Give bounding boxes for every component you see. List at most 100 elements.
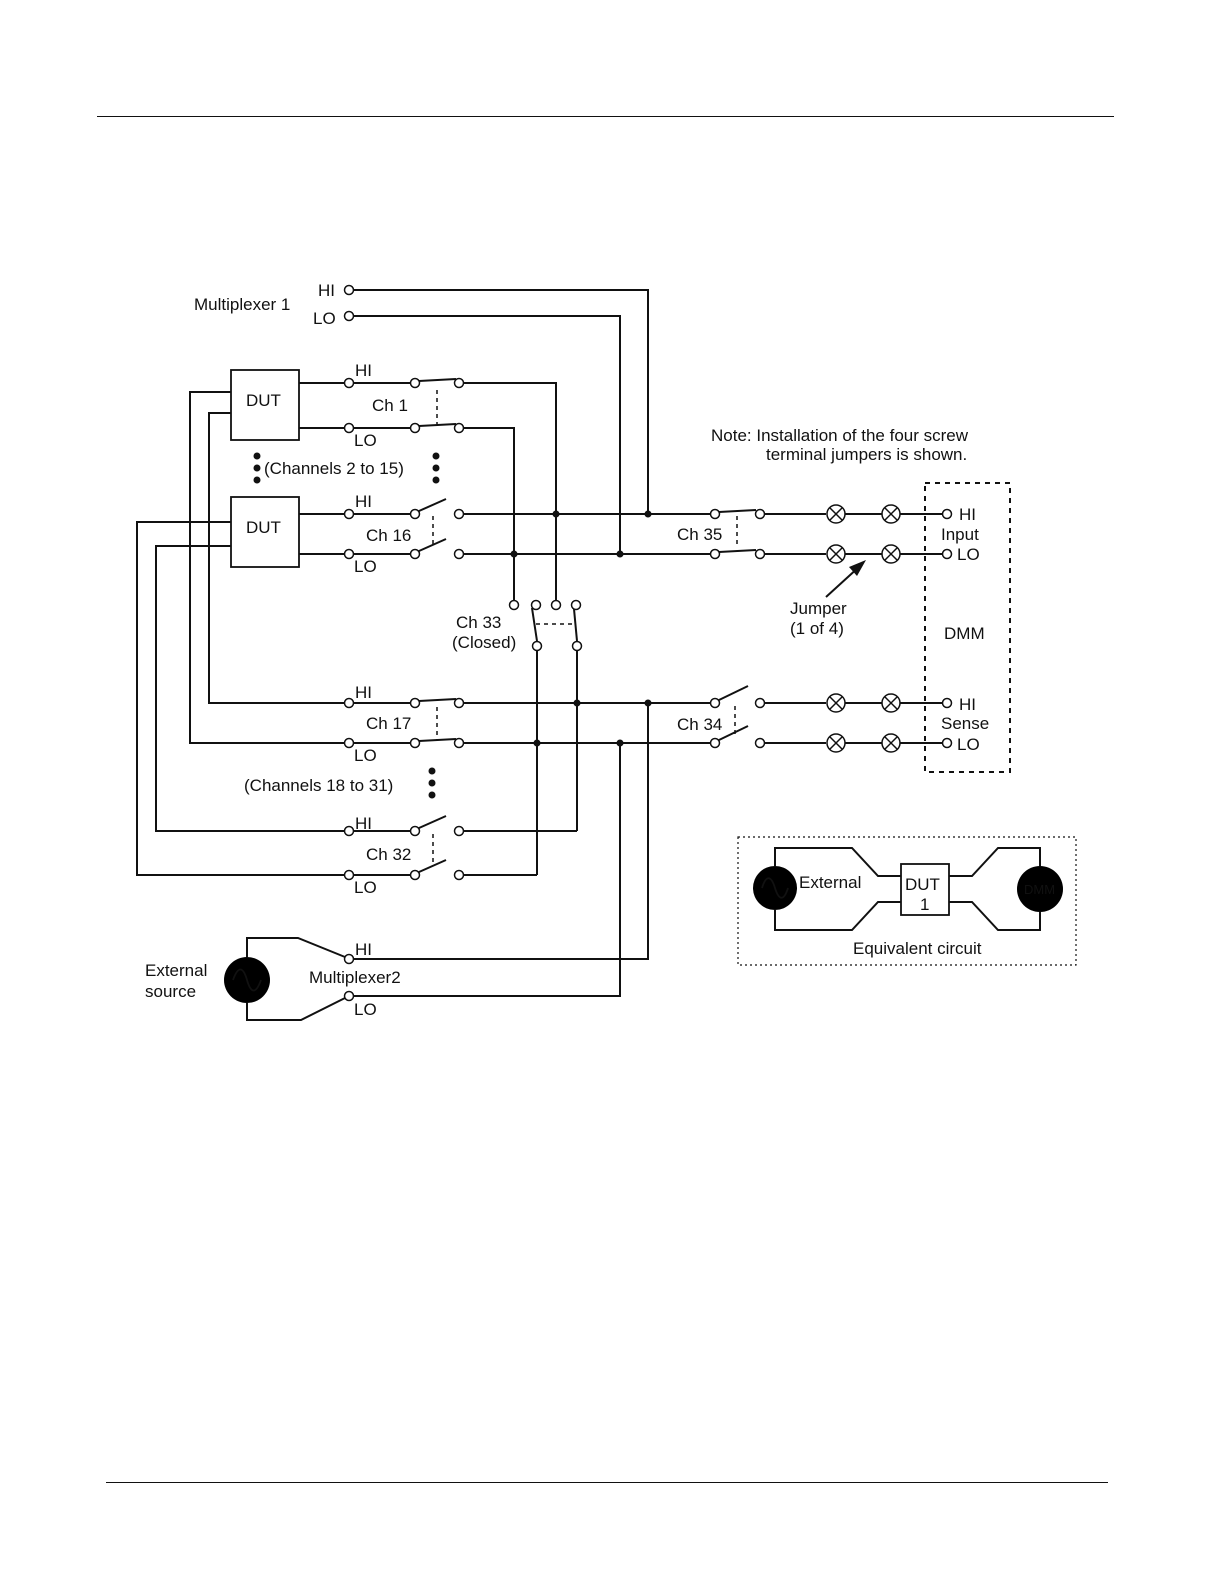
sense-lo-jumper-2 (881, 733, 901, 753)
multiplexer-2-label: Multiplexer2 (309, 968, 401, 987)
eq-external-label: External (799, 873, 861, 892)
ch17-hi-switch-blade (418, 698, 457, 702)
ch16-hi-label: HI (355, 492, 372, 511)
dut-16-sense-hi-wire (136, 521, 344, 876)
ch16-label: Ch 16 (366, 526, 411, 545)
sense-hi-jumper-1 (826, 693, 846, 713)
ch16-lo-label: LO (354, 557, 377, 576)
multiplexer-2-group: External source HI Multiplexer2 LO (145, 703, 649, 1021)
dut-1-box (230, 369, 300, 441)
multiplexer-1-label: Multiplexer 1 (194, 295, 290, 314)
equivalent-circuit: External DUT 1 DMM Equivalent circuit (737, 836, 1077, 966)
ch1-lo-switch-left (409, 422, 421, 434)
sense-bus: Ch 34 (464, 685, 953, 753)
ch1-hi-switch-blade (418, 378, 457, 382)
ch33-state-label: (Closed) (452, 633, 516, 652)
ch34-label: Ch 34 (677, 715, 722, 734)
dut-1-group: DUT HI Ch 1 LO (189, 361, 557, 744)
eq-dut-box (900, 863, 950, 916)
ch32-hi-switch-right (453, 825, 465, 837)
dut-1-sense-hi-wire (189, 391, 344, 744)
dut-16-label: DUT (246, 518, 281, 537)
ch34-hi-switch-blade (718, 685, 749, 701)
input-lo-jumper-1 (826, 544, 846, 564)
ch16-hi-terminal (343, 508, 355, 520)
ch35-lo-switch-left (709, 548, 721, 560)
ch35-label: Ch 35 (677, 525, 722, 544)
dut-1-label: DUT (246, 391, 281, 410)
dmm-input-label: Input (941, 525, 979, 544)
ch33-top-terminal-2 (530, 599, 542, 611)
ch34-lo-switch-right (754, 737, 766, 749)
ch17-label: Ch 17 (366, 714, 411, 733)
ch1-hi-label: HI (355, 361, 372, 380)
ch32-lo-switch-blade (418, 859, 447, 873)
ch34-lo-switch-left (709, 737, 721, 749)
multiplexer-2-lo-terminal (343, 990, 355, 1002)
jumper-label: Jumper (790, 599, 847, 618)
ch35-hi-switch-blade (718, 509, 757, 513)
ch33-top-terminal-1 (508, 599, 520, 611)
dmm-sense-hi-label: HI (959, 695, 976, 714)
header-rule (97, 116, 1114, 117)
multiplexer-2-lo-label: LO (354, 1000, 377, 1019)
ch1-lo-label: LO (354, 431, 377, 450)
ch33-switch: Ch 33 (Closed) (452, 514, 583, 875)
external-source-label-2: source (145, 982, 196, 1001)
ch34-hi-switch-right (754, 697, 766, 709)
dut-16-box (230, 496, 300, 568)
note-line-2: terminal jumpers is shown. (766, 445, 967, 464)
dmm-block: HI Input LO DMM HI Sense LO (924, 482, 1011, 773)
eq-dmm-label: DMM (1024, 882, 1055, 897)
ch35-lo-switch-blade (718, 549, 757, 553)
multiplexer-1-lo-label: LO (313, 309, 336, 328)
multiplexer-1-lo-terminal (343, 310, 355, 322)
multiplexer-2-lo-wire (354, 743, 621, 997)
ch32-label: Ch 32 (366, 845, 411, 864)
ch1-hi-switch-left (409, 377, 421, 389)
ch1-lo-terminal (343, 422, 355, 434)
ch16-hi-switch-right (453, 508, 465, 520)
footer-rule (106, 1482, 1108, 1483)
ch17-hi-switch-right (453, 697, 465, 709)
ch17-hi-terminal (343, 697, 355, 709)
dmm-input-hi-terminal (941, 508, 953, 520)
sine-wave-glyph (232, 968, 262, 992)
ch16-lo-switch-left (409, 548, 421, 560)
eq-dut-number: 1 (920, 895, 929, 914)
ch17-lo-switch-left (409, 737, 421, 749)
ch33-blade-2 (573, 608, 578, 642)
ch1-lo-switch-blade (418, 423, 457, 427)
ch35-hi-switch-left (709, 508, 721, 520)
ch32-hi-switch-blade (418, 815, 447, 829)
ch32-lo-switch-right (453, 869, 465, 881)
ch33-top-terminal-4 (570, 599, 582, 611)
multiplexer-1-lo-wire (354, 315, 621, 554)
ch17-lo-terminal (343, 737, 355, 749)
jumper-callout: Jumper (1 of 4) (790, 560, 866, 638)
ch16-hi-switch-left (409, 508, 421, 520)
dut-16-sense-lo-wire (155, 545, 344, 832)
ch16-lo-switch-blade (418, 538, 447, 552)
ch32-lo-label: LO (354, 878, 377, 897)
sense-hi-jumper-2 (881, 693, 901, 713)
ch33-top-terminal-3 (550, 599, 562, 611)
multiplexer-1-hi-label: HI (318, 281, 335, 300)
ch17-lo-switch-blade (418, 738, 457, 742)
input-hi-jumper-1 (826, 504, 846, 524)
ch1-lo-switch-right (453, 422, 465, 434)
ch17-hi-label: HI (355, 683, 372, 702)
dmm-input-lo-terminal (941, 548, 953, 560)
input-lo-jumper-2 (881, 544, 901, 564)
multiplexer-2-hi-terminal (343, 953, 355, 965)
ch33-bottom-terminal-2 (571, 640, 583, 652)
ch32-hi-terminal (343, 825, 355, 837)
eq-caption: Equivalent circuit (853, 939, 982, 958)
channels-2-15-label: (Channels 2 to 15) (264, 459, 404, 478)
multiplexer-2-hi-wire (354, 703, 649, 960)
ch34-lo-switch-blade (718, 725, 749, 741)
ch1-hi-switch-right (453, 377, 465, 389)
input-bus: Ch 35 (464, 504, 953, 564)
ch32-hi-switch-left (409, 825, 421, 837)
ch33-label: Ch 33 (456, 613, 501, 632)
